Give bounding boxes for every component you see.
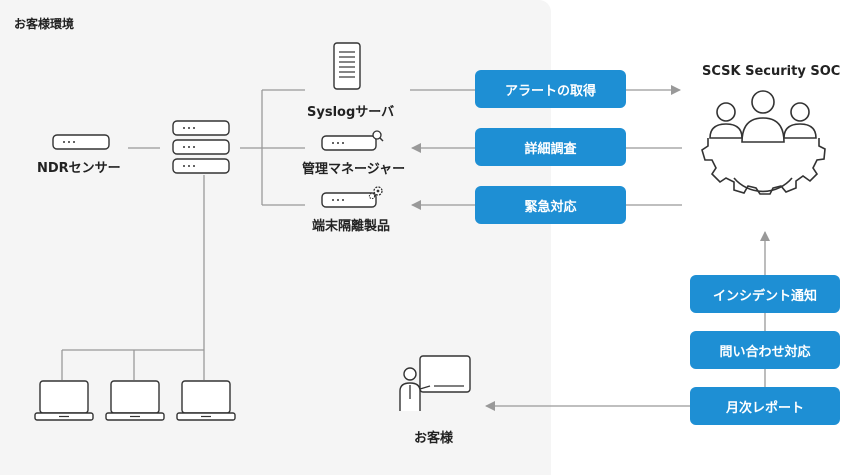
incident-notice-button[interactable]: インシデント通知 — [690, 275, 840, 313]
emergency-response-button[interactable]: 緊急対応 — [475, 186, 626, 224]
soc-team-gear-icon — [701, 90, 826, 195]
monthly-report-button[interactable]: 月次レポート — [690, 387, 840, 425]
inquiry-response-button[interactable]: 問い合わせ対応 — [690, 331, 840, 369]
network-switch-icon — [172, 120, 230, 174]
laptop-icon — [176, 380, 236, 421]
alert-acquisition-button[interactable]: アラートの取得 — [475, 70, 626, 108]
customer-environment-area — [0, 0, 551, 475]
soc-label: SCSK Security SOC — [702, 64, 841, 79]
gear-icon — [321, 186, 383, 208]
magnifier-icon — [321, 130, 384, 151]
syslog-server-label: Syslogサーバ — [307, 105, 395, 120]
laptop-icon — [105, 380, 165, 421]
syslog-server-icon — [333, 42, 361, 90]
customer-presenter-icon — [399, 355, 471, 411]
laptop-icon — [34, 380, 94, 421]
detailed-investigation-button[interactable]: 詳細調査 — [475, 128, 626, 166]
manager-label: 管理マネージャー — [302, 162, 406, 177]
ndr-sensor-icon — [52, 134, 110, 150]
customer-environment-title: お客様環境 — [14, 17, 75, 31]
customer-label: お客様 — [414, 431, 454, 446]
ndr-sensor-label: NDRセンサー — [37, 161, 121, 176]
endpoint-isolation-label: 端末隔離製品 — [312, 219, 391, 234]
